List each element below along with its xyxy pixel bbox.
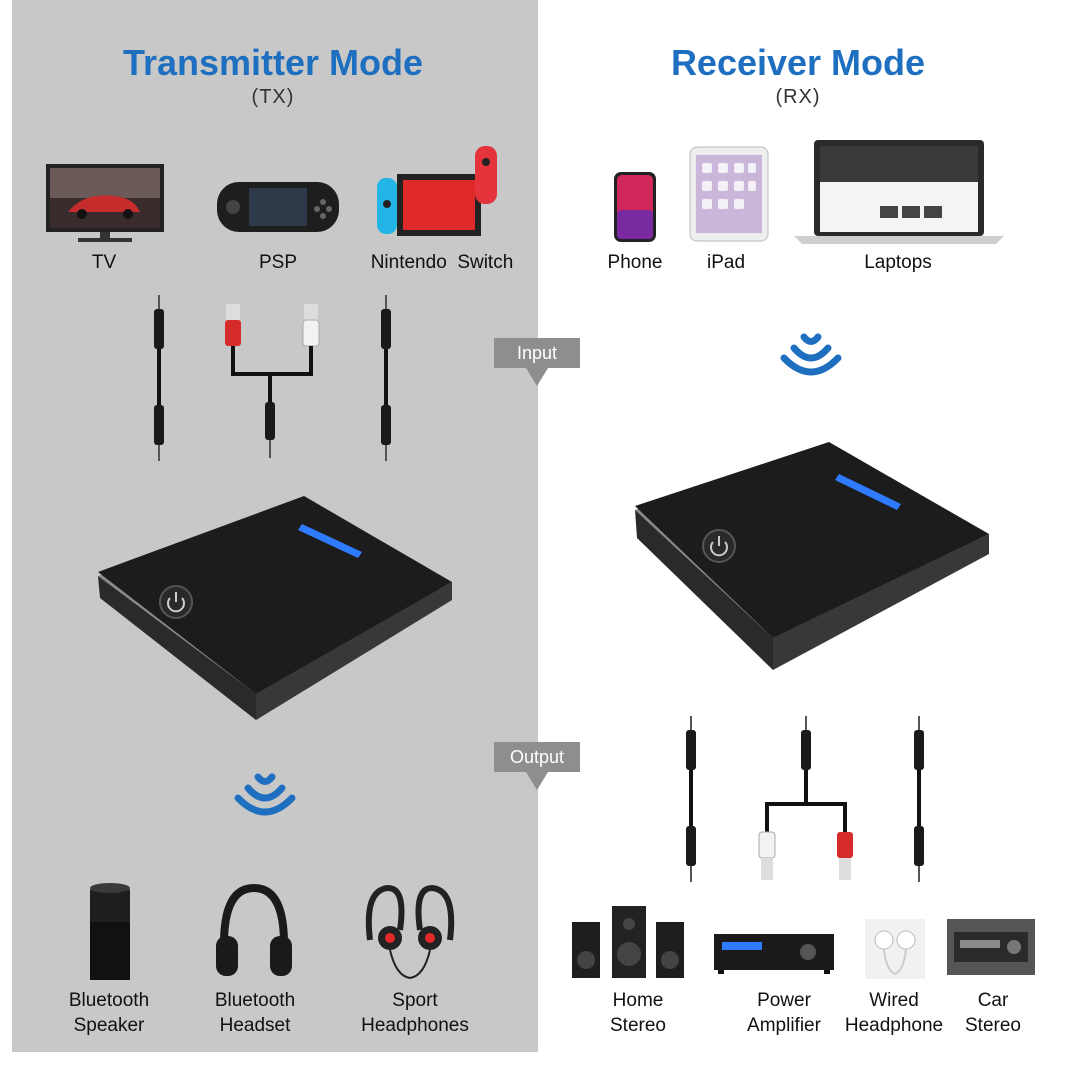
rx-input-label: iPad (706, 252, 746, 273)
rx-output-line: Power (757, 990, 811, 1011)
tx-output-label: Sport Headphones (350, 988, 480, 1038)
speaker-icon (88, 882, 132, 982)
output-tag: Output (494, 742, 580, 794)
phone-icon (612, 170, 658, 244)
tx-device-icon (96, 494, 456, 728)
rx-output-label: Power Amplifier (732, 988, 836, 1038)
audio-cable-icon (680, 716, 702, 884)
switch-icon (373, 144, 505, 244)
tx-output-line: Sport (392, 990, 438, 1011)
tx-output-label: Bluetooth Speaker (54, 988, 164, 1038)
laptop-icon (792, 138, 1006, 246)
rx-output-line: Stereo (610, 1015, 666, 1036)
audio-cable-icon (375, 295, 397, 463)
tv-icon (44, 162, 166, 246)
input-tag: Input (494, 338, 580, 390)
rx-output-label: Car Stereo (956, 988, 1030, 1038)
tx-output-line: Bluetooth (214, 990, 296, 1011)
rx-output-line: Amplifier (747, 1015, 821, 1036)
tx-input-label: PSP (258, 252, 298, 273)
arrow-down-icon (526, 368, 548, 386)
ipad-icon (688, 145, 770, 243)
bluetooth-wave-icon (232, 768, 298, 820)
input-tag-label: Input (494, 338, 580, 368)
tx-subtitle: (TX) (251, 86, 295, 108)
amplifier-icon (712, 930, 836, 976)
rca-cable-icon (752, 716, 860, 884)
bluetooth-wave-icon (778, 328, 844, 380)
tx-output-line: Bluetooth (68, 990, 150, 1011)
rca-cable-icon (218, 300, 326, 462)
rx-output-label: Wired Headphone (836, 988, 952, 1038)
home-stereo-icon (568, 904, 688, 980)
rx-input-label: Laptops (864, 252, 932, 273)
rx-output-line: Home (612, 990, 664, 1011)
tx-output-line: Headphones (361, 1015, 469, 1036)
tx-output-line: Headset (219, 1015, 291, 1036)
tx-input-label: TV (91, 252, 117, 273)
car-stereo-icon (946, 918, 1036, 976)
audio-cable-icon (148, 295, 170, 463)
headset-icon (212, 882, 296, 982)
rx-device-icon (633, 442, 993, 676)
rx-output-line: Stereo (965, 1015, 1021, 1036)
psp-icon (215, 178, 341, 236)
tx-input-label: Nintendo Switch (370, 252, 514, 273)
rx-output-line: Wired (869, 990, 919, 1011)
rx-output-line: Car (977, 990, 1009, 1011)
earphones-icon (864, 918, 926, 980)
tx-output-label: Bluetooth Headset (200, 988, 310, 1038)
tx-output-line: Speaker (73, 1015, 145, 1036)
rx-title: Receiver Mode (670, 42, 926, 83)
rx-output-line: Headphone (844, 1015, 944, 1036)
tx-title: Transmitter Mode (122, 42, 424, 83)
rx-subtitle: (RX) (775, 86, 821, 108)
rx-output-label: Home Stereo (588, 988, 688, 1038)
rx-input-label: Phone (607, 252, 663, 273)
sport-headphones-icon (360, 880, 460, 980)
output-tag-label: Output (494, 742, 580, 772)
audio-cable-icon (908, 716, 930, 884)
arrow-down-icon (526, 772, 548, 790)
